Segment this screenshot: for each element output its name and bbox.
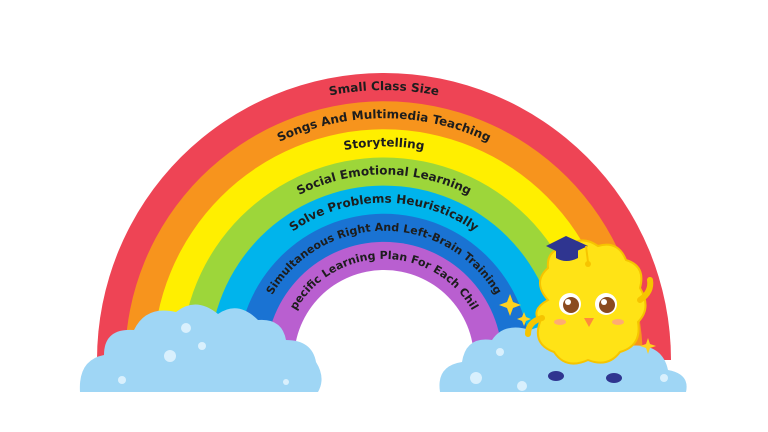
sparkle-icon	[499, 294, 656, 354]
graduation-cap-icon	[546, 236, 591, 267]
rainbow-label-1: Small Class Size	[328, 79, 441, 98]
rainbow-label-3: Storytelling	[342, 135, 425, 153]
mascot-with-graduation-cap-icon	[525, 236, 654, 383]
cloud-left-icon	[79, 304, 322, 392]
rainbow-inner-gap	[294, 270, 474, 360]
rainbow-bands	[97, 73, 671, 360]
